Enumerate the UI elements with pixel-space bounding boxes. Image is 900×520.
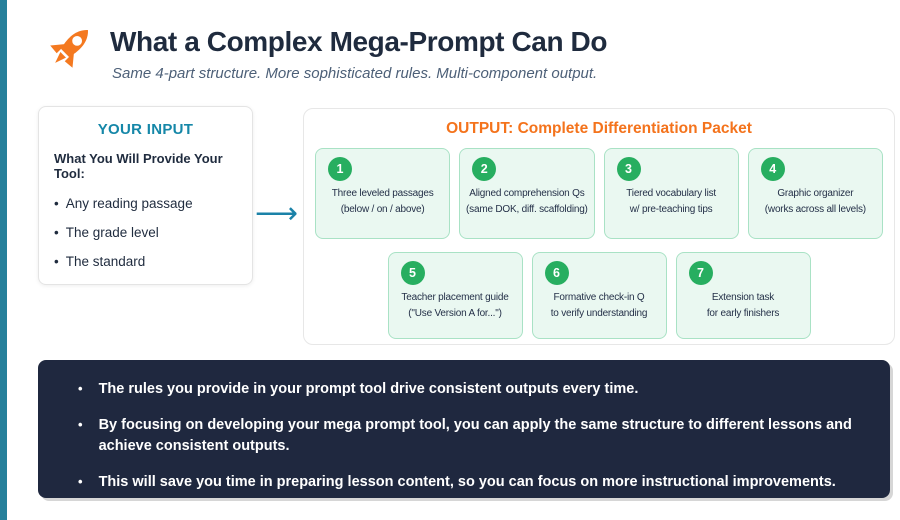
bullet-icon <box>54 225 59 241</box>
bullet-icon <box>66 415 83 457</box>
card-line-2: (same DOK, diff. scaffolding) <box>466 203 588 215</box>
output-panel: OUTPUT: Complete Differentiation Packet … <box>303 108 895 345</box>
list-item: Any reading passage <box>54 196 237 212</box>
card-line-2: (works across all levels) <box>764 203 866 215</box>
card-line-1: Teacher placement guide <box>401 292 509 303</box>
summary-bullet-text: The rules you provide in your prompt too… <box>98 381 639 397</box>
output-card-4: 4 Graphic organizer (works across all le… <box>747 148 883 239</box>
list-item: The standard <box>54 254 237 270</box>
card-text: Teacher placement guide ("Use Version A … <box>393 290 518 321</box>
summary-panel: The rules you provide in your prompt too… <box>38 360 890 498</box>
output-cards-row-1: 1 Three leveled passages (below / on / a… <box>315 148 883 239</box>
summary-bullet-text: By focusing on developing your mega prom… <box>98 417 852 455</box>
bullet-icon <box>54 196 59 212</box>
summary-bullet: This will save you time in preparing les… <box>66 472 866 493</box>
output-card-7: 7 Extension task for early finishers <box>675 252 811 339</box>
bullet-icon <box>66 472 83 493</box>
card-line-2: w/ pre-teaching tips <box>629 203 713 215</box>
card-line-1: Aligned comprehension Qs <box>469 188 585 199</box>
output-card-3: 3 Tiered vocabulary list w/ pre-teaching… <box>603 148 739 239</box>
output-card-1: 1 Three leveled passages (below / on / a… <box>315 148 451 239</box>
card-line-1: Tiered vocabulary list <box>626 188 716 199</box>
slide-accent-bar <box>0 0 7 520</box>
list-item-label: The standard <box>65 254 146 270</box>
output-card-6: 6 Formative check-in Q to verify underst… <box>531 252 667 339</box>
card-text: Aligned comprehension Qs (same DOK, diff… <box>464 186 589 217</box>
output-card-5: 5 Teacher placement guide ("Use Version … <box>387 252 523 339</box>
card-line-1: Formative check-in Q <box>553 292 645 303</box>
summary-bullet-text: This will save you time in preparing les… <box>98 474 836 491</box>
input-list: Any reading passage The grade level The … <box>54 196 237 271</box>
rocket-icon <box>50 30 88 68</box>
card-text: Graphic organizer (works across all leve… <box>753 186 878 217</box>
summary-bullet: The rules you provide in your prompt too… <box>66 379 866 400</box>
card-line-2: ("Use Version A for...") <box>408 307 502 319</box>
list-item: The grade level <box>54 225 237 241</box>
input-panel-subheading: What You Will Provide Your Tool: <box>54 151 223 181</box>
number-badge: 4 <box>760 157 785 181</box>
header: What a Complex Mega-Prompt Can Do Same 4… <box>42 20 607 82</box>
card-text: Tiered vocabulary list w/ pre-teaching t… <box>609 186 734 217</box>
card-line-1: Graphic organizer <box>777 188 854 199</box>
number-badge: 5 <box>400 261 425 285</box>
output-cards-row-2: 5 Teacher placement guide ("Use Version … <box>315 252 883 339</box>
output-card-2: 2 Aligned comprehension Qs (same DOK, di… <box>459 148 595 239</box>
number-badge: 6 <box>544 261 569 285</box>
card-line-1: Extension task <box>711 292 775 303</box>
card-line-2: for early finishers <box>706 307 780 319</box>
input-panel-heading: YOUR INPUT <box>97 121 194 138</box>
number-badge: 7 <box>688 261 713 285</box>
number-badge: 2 <box>472 157 497 181</box>
page-subtitle: Same 4-part structure. More sophisticate… <box>112 65 598 83</box>
output-panel-heading: OUTPUT: Complete Differentiation Packet <box>446 120 752 137</box>
arrow-right-icon: ⟶ <box>255 197 299 230</box>
number-badge: 3 <box>616 157 641 181</box>
bullet-icon <box>54 254 59 270</box>
card-line-1: Three leveled passages <box>331 188 434 199</box>
card-text: Three leveled passages (below / on / abo… <box>320 186 445 217</box>
page-title: What a Complex Mega-Prompt Can Do <box>110 26 608 57</box>
card-text: Extension task for early finishers <box>681 290 806 321</box>
input-panel: YOUR INPUT What You Will Provide Your To… <box>38 106 253 285</box>
list-item-label: The grade level <box>65 225 159 241</box>
card-line-2: (below / on / above) <box>340 203 425 215</box>
bullet-icon <box>66 379 83 400</box>
summary-bullet: By focusing on developing your mega prom… <box>66 415 866 457</box>
header-text: What a Complex Mega-Prompt Can Do Same 4… <box>110 20 607 82</box>
number-badge: 1 <box>328 157 352 181</box>
card-line-2: to verify understanding <box>550 307 648 319</box>
card-text: Formative check-in Q to verify understan… <box>537 290 662 321</box>
list-item-label: Any reading passage <box>65 196 193 211</box>
